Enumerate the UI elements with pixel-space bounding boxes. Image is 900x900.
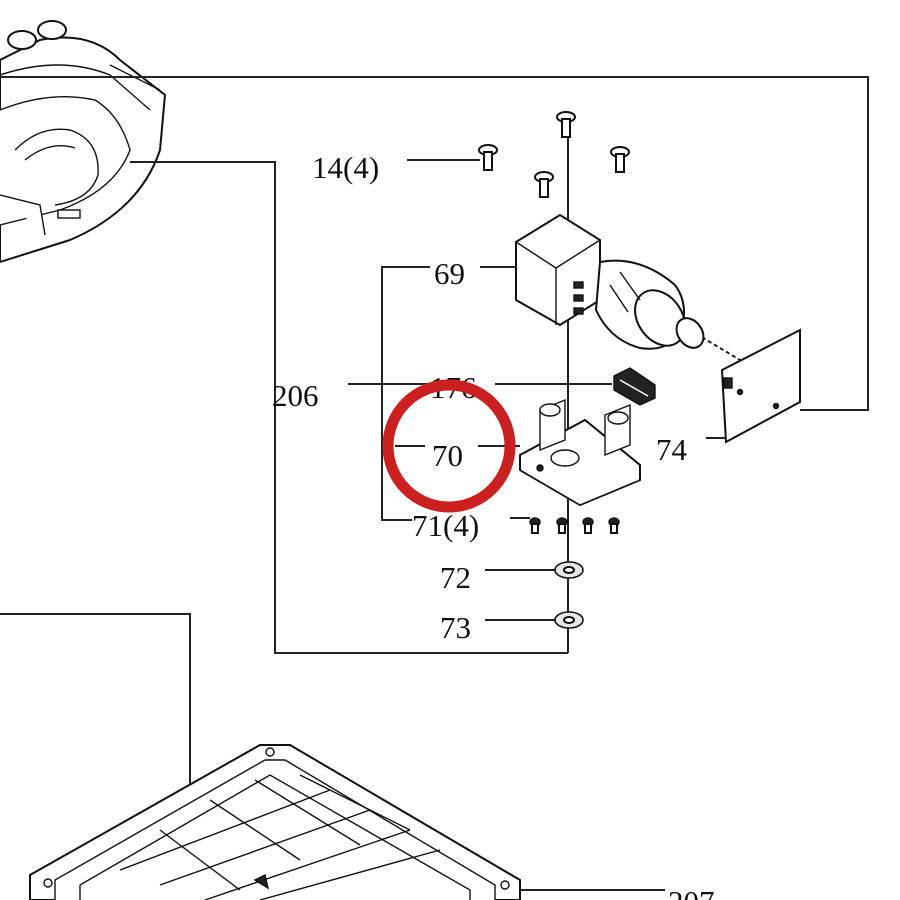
bracket-part (519, 398, 641, 507)
pcb-part (720, 328, 801, 444)
screw-71-group (529, 517, 620, 534)
base-tray-part (29, 744, 521, 900)
upper-housing-part (0, 20, 167, 264)
callout-labels: 14(4) 69 206 176 70 71(4) 72 73 74 207 (272, 150, 715, 900)
callout-73: 73 (440, 610, 471, 645)
callout-70: 70 (432, 438, 463, 473)
washer-73 (554, 611, 584, 629)
screw-14-group (478, 111, 630, 198)
callout-14-4: 14(4) (312, 150, 379, 185)
washer-72 (554, 561, 584, 579)
callout-206: 206 (272, 378, 319, 413)
highlight-circle (382, 379, 516, 513)
callout-207: 207 (668, 884, 715, 900)
callout-69: 69 (434, 256, 465, 291)
connector-part (613, 367, 656, 406)
callout-74: 74 (656, 432, 688, 467)
callout-71-4: 71(4) (412, 508, 479, 543)
callout-72: 72 (440, 560, 471, 595)
motor-part (515, 213, 705, 350)
